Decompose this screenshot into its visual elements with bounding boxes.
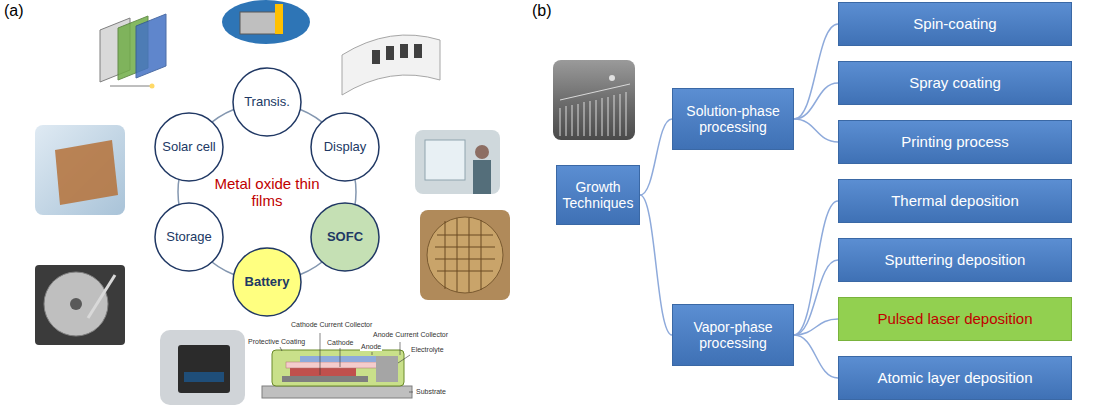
panel-label: (a) [4, 2, 24, 20]
transistor-photo [222, 0, 310, 44]
node-text: Storage [166, 230, 212, 245]
panel-label: (b) [532, 2, 552, 20]
person [473, 160, 491, 194]
part-label: Protective Coating [247, 338, 306, 346]
cathode-collector-layer [282, 376, 368, 382]
tree-connector [794, 24, 838, 119]
node-text: Transis. [244, 95, 290, 110]
probe [275, 4, 283, 34]
category-box: Vapor-phase processing [672, 304, 794, 366]
tree-connector [794, 335, 838, 378]
display-photo [415, 130, 500, 194]
part-label: Cathode Current Collector [290, 321, 373, 329]
battery-photo [160, 330, 245, 405]
wire [110, 86, 150, 87]
hard-disk [35, 265, 125, 345]
node-text: Solution-phase processing [678, 103, 788, 135]
method-box: Spin-coating [838, 2, 1072, 46]
method-box: Sputtering deposition [838, 238, 1072, 282]
application-circle: Solar cell [154, 112, 224, 182]
anode-collector-layer [376, 356, 398, 382]
node-text: Vapor-phase processing [678, 319, 788, 351]
circle-shape [155, 113, 223, 181]
method-box: Printing process [838, 120, 1072, 164]
cathode-layer [290, 368, 356, 376]
pixel [372, 50, 380, 64]
part-label: Anode [360, 343, 382, 351]
node-text: Display [324, 140, 367, 155]
method-box: Pulsed laser deposition [838, 297, 1072, 341]
substrate-layer [262, 386, 412, 398]
flexible-display [342, 35, 440, 95]
part-label: Substrate [415, 388, 447, 396]
application-circle: SOFC [310, 202, 380, 272]
node-text: Thermal deposition [891, 192, 1019, 209]
application-circle: Transis. [232, 67, 302, 137]
node-text: Growth Techniques [562, 179, 634, 211]
coating-layer [272, 350, 404, 386]
lamp [150, 84, 155, 89]
solar-film [55, 140, 118, 205]
part-label: Cathode [326, 339, 354, 347]
battery-cell [178, 345, 230, 393]
node-text: Solar cell [162, 140, 215, 155]
node-text: Battery [245, 275, 290, 290]
particle [609, 75, 615, 81]
battery-stripe [184, 372, 224, 382]
wafer-photo [420, 210, 510, 300]
cell-grid [435, 218, 495, 292]
tree-connector [640, 119, 672, 195]
solar-photo [35, 125, 125, 215]
pixel [386, 46, 394, 60]
pixel [400, 44, 408, 58]
node-text: Sputtering deposition [885, 251, 1026, 268]
circle-shape [233, 68, 301, 136]
pixel [414, 44, 422, 58]
spindle [70, 298, 82, 310]
tree-connector [794, 83, 838, 119]
application-circle: Display [310, 112, 380, 182]
circle-shape [311, 203, 379, 271]
tree-connector [794, 260, 838, 335]
method-box: Thermal deposition [838, 179, 1072, 223]
part-label: Electrolyte [410, 346, 445, 354]
application-circle: Storage [154, 202, 224, 272]
node-text: Spray coating [909, 74, 1001, 91]
sem-photo [553, 60, 635, 140]
root-box: Growth Techniques [556, 165, 640, 225]
category-box: Solution-phase processing [672, 88, 794, 150]
screen [425, 140, 465, 180]
circle-shape [233, 248, 301, 316]
tree-connector [794, 119, 838, 142]
nanostructure [560, 84, 630, 136]
wafer [427, 217, 503, 293]
tree-connector [640, 195, 672, 335]
node-text: Printing process [901, 133, 1009, 150]
node-text: Pulsed laser deposition [877, 310, 1032, 327]
tree-connector [794, 201, 838, 335]
circle-shape [311, 113, 379, 181]
cell-layer [136, 14, 166, 78]
node-text: Metal oxide thin films [212, 175, 322, 210]
method-box: Atomic layer deposition [838, 356, 1072, 400]
anode-layer [300, 356, 376, 362]
node-text: Spin-coating [913, 15, 996, 32]
circle-shape [155, 203, 223, 271]
application-circle: Battery [232, 247, 302, 317]
method-box: Spray coating [838, 61, 1072, 105]
arm [88, 275, 115, 318]
tree-connector [794, 319, 838, 335]
part-label: Anode Current Collector [372, 331, 449, 339]
person [475, 145, 489, 159]
chip [240, 12, 280, 34]
node-text: SOFC [327, 230, 363, 245]
node-text: Atomic layer deposition [877, 369, 1032, 386]
